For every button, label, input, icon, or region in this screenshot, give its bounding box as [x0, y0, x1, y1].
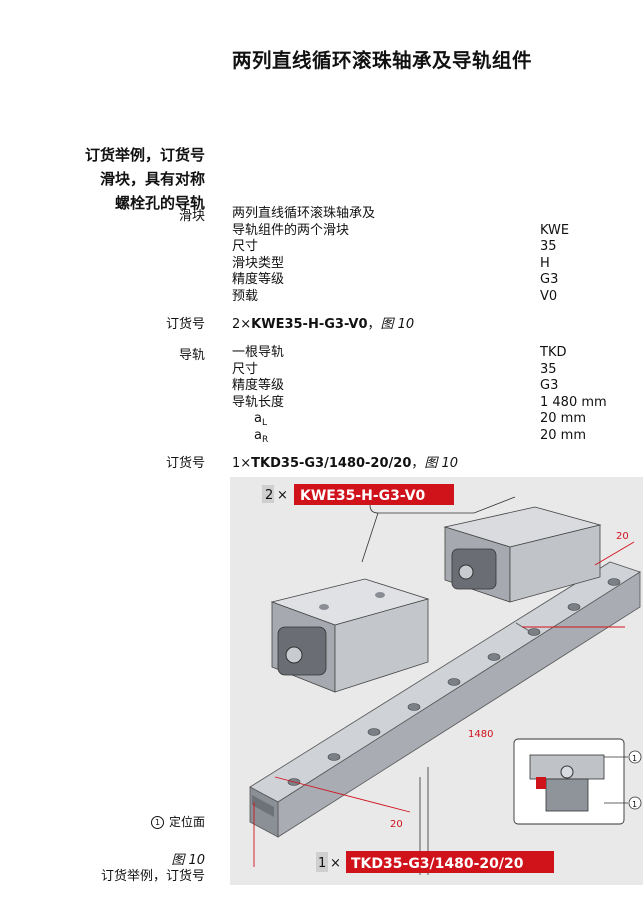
callout-circle [628, 796, 642, 810]
rail-label: 导轨 [178, 348, 205, 363]
spec-row: 预载 V0 [0, 289, 643, 306]
spec-name: 精度等级 [232, 378, 285, 393]
spec-row: 尺寸 35 [0, 362, 643, 379]
spec-row: 导轨组件的两个滑块 KWE [0, 223, 643, 240]
section-heading-line: 滑块，具有对称 [99, 170, 205, 188]
order-separator: ， [367, 317, 381, 332]
callout-1b: 1 [632, 800, 637, 809]
guide-rail [249, 561, 641, 838]
rail-mounting-holes [287, 578, 621, 786]
cross-section-inset [513, 738, 642, 825]
aR-sub: R [261, 434, 269, 445]
bottom-times: × [330, 856, 341, 871]
bottom-code-box [346, 851, 554, 873]
spec-name: 尺寸 [232, 239, 259, 254]
spec-value: TKD [540, 345, 567, 360]
spec-name: 预载 [232, 288, 259, 304]
caption-figure-number: 图 10 [171, 853, 205, 868]
figure-reference: 图 10 [424, 456, 459, 471]
spec-name: 精度等级 [232, 272, 285, 287]
top-qty: 2 [265, 488, 273, 503]
spec-value: V0 [540, 288, 558, 304]
aL-sub: L [261, 418, 267, 428]
carriage-order-label: 订货号 [165, 317, 205, 332]
spec-row: 导轨长度 1 480 mm [0, 395, 643, 412]
order-qty: 1× [232, 456, 252, 471]
carriage-order-number: 2×KWE35-H-G3-V0，图 10 [232, 313, 414, 332]
section-heading-line: 螺栓孔的导轨 [114, 194, 205, 212]
rail-order-number: 1×TKD35-G3/1480-20/20，图 10 [232, 452, 458, 471]
legend-number-circle: 1 [150, 816, 164, 829]
spec-value: KWE [540, 222, 570, 238]
spec-name: 导轨组件的两个滑块 [232, 222, 350, 238]
legend: 1 定位面 [150, 813, 205, 830]
spec-name: 两列直线循环滚珠轴承及 [232, 206, 376, 221]
dim-length-label: 1480 [468, 729, 493, 740]
page-title: 两列直线循环滚珠轴承及导轨组件 [232, 49, 533, 72]
spec-row: 两列直线循环滚珠轴承及 [0, 206, 643, 223]
order-qty: 2× [232, 317, 252, 332]
spec-value: G3 [540, 378, 559, 393]
carriage-front [270, 578, 430, 693]
order-code: TKD35-G3/1480-20/20 [251, 456, 412, 471]
callout-1a: 1 [632, 754, 637, 763]
spec-value: 20 mm [540, 427, 587, 443]
spec-value: 35 [540, 239, 557, 254]
spec-name: 滑块类型 [232, 255, 285, 271]
spec-name: 一根导轨 [232, 345, 285, 360]
bottom-qty-box [316, 852, 328, 872]
bottom-qty: 1 [318, 856, 326, 871]
spec-row: 尺寸 35 [0, 239, 643, 256]
order-code: KWE35-H-G3-V0 [251, 317, 368, 332]
callout-circle [628, 750, 642, 764]
carriage-label: 滑块 [178, 209, 205, 224]
bottom-code: TKD35-G3/1480-20/20 [351, 856, 524, 872]
figure-caption: 图 10 订货举例，订货号 [101, 853, 205, 885]
top-times: × [277, 488, 288, 503]
spec-value: 20 mm [540, 411, 587, 426]
order-separator: ， [411, 456, 425, 471]
aR-base: a [254, 427, 262, 443]
top-code-box [294, 484, 454, 505]
guideway-illustration: 20 20 1480 2 × KWE35-H-G3-V0 1 × TKD35-G… [230, 477, 643, 885]
spec-row: 滑块类型 H [0, 256, 643, 273]
spec-value: 1 480 mm [540, 394, 607, 410]
carriage-spec-list: 两列直线循环滚珠轴承及 导轨组件的两个滑块 KWE 尺寸 35 滑块类型 H 精… [0, 206, 643, 305]
spec-value: G3 [540, 272, 559, 287]
figure-reference: 图 10 [380, 317, 415, 332]
aL-base: a [254, 411, 262, 426]
spec-value: H [540, 255, 550, 271]
rail-order-label: 订货号 [165, 456, 205, 471]
rail-spec-list: 一根导轨 TKD 尺寸 35 精度等级 G3 导轨长度 1 480 mm aL … [0, 345, 643, 445]
dimension-lines [253, 541, 635, 867]
dim-left-label: 20 [390, 819, 403, 830]
top-code: KWE35-H-G3-V0 [300, 488, 426, 504]
caption-text: 订货举例，订货号 [100, 869, 205, 884]
carriage-back [443, 506, 602, 603]
spec-name-aL: aL [232, 411, 267, 432]
spec-name: 尺寸 [232, 361, 259, 377]
spec-row: 一根导轨 TKD [0, 345, 643, 362]
spec-row: 精度等级 G3 [0, 272, 643, 289]
spec-row: aR 20 mm [0, 428, 643, 445]
spec-value: 35 [540, 361, 557, 377]
spec-name-aR: aR [232, 428, 268, 449]
section-heading-line: 订货举例，订货号 [84, 146, 205, 164]
dim-right-label: 20 [616, 531, 629, 542]
spec-row: 精度等级 G3 [0, 378, 643, 395]
spec-row: aL 20 mm [0, 411, 643, 428]
section-heading: 订货举例，订货号 滑块，具有对称 螺栓孔的导轨 [85, 143, 205, 215]
top-qty-box [262, 485, 274, 503]
legend-text: 定位面 [168, 815, 205, 829]
spec-name: 导轨长度 [232, 394, 285, 410]
